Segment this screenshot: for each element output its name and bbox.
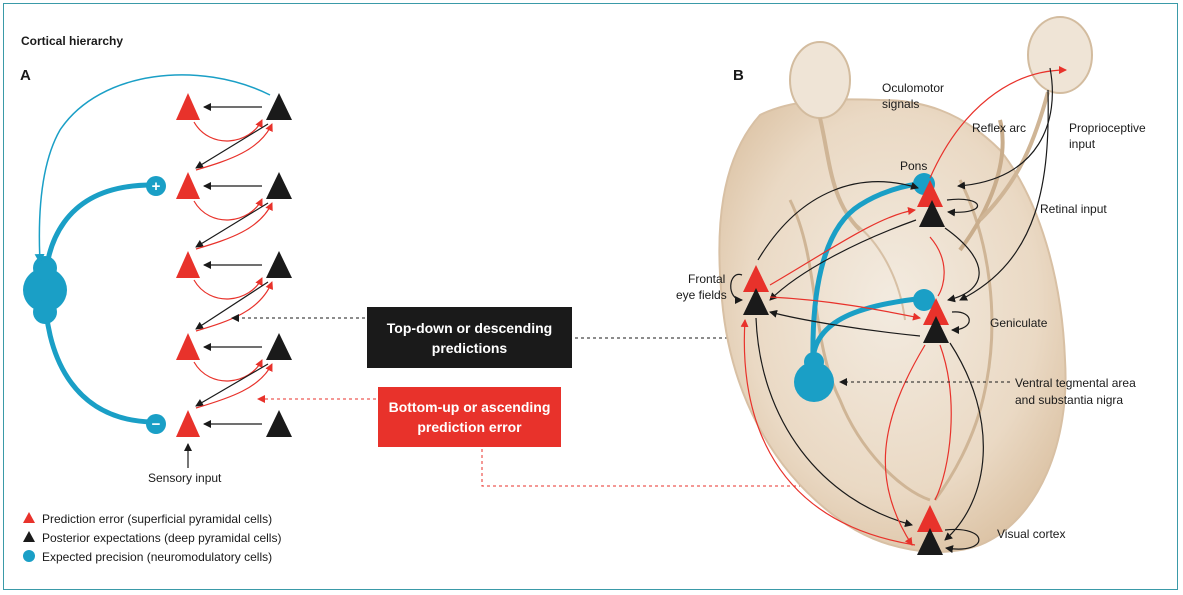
panel-a-label: A (20, 67, 31, 84)
black-triangle-icon (266, 172, 292, 199)
bottom-up-line-1: Bottom-up or ascending (378, 397, 561, 417)
black-triangle-icon (23, 531, 35, 542)
blue-circle-icon (23, 550, 35, 562)
panel-a-hierarchy: + − (23, 75, 292, 485)
panel-b-label: B (733, 67, 744, 84)
black-triangle-icon (266, 410, 292, 437)
left-eye (790, 42, 850, 118)
red-triangle-icon (176, 251, 200, 278)
red-triangle-icon (176, 410, 200, 437)
pons-label: Pons (900, 159, 927, 173)
plus-sign: + (152, 178, 161, 195)
red-triangle-icon (176, 333, 200, 360)
legend-item-prediction-error: Prediction error (superficial pyramidal … (42, 512, 272, 526)
geniculate-label: Geniculate (990, 316, 1048, 330)
proprioceptive-label: Proprioceptive input (1069, 121, 1149, 151)
top-down-line-1: Top-down or descending (367, 318, 572, 338)
top-down-predictions-box: Top-down or descending predictions (367, 307, 572, 368)
black-triangle-icon (266, 93, 292, 120)
visual-cortex-label: Visual cortex (997, 527, 1065, 541)
red-triangle-icon (23, 512, 35, 523)
reflex-arc-label: Reflex arc (972, 121, 1026, 135)
level-4 (176, 282, 292, 381)
sensory-input-label: Sensory input (148, 471, 222, 485)
right-eye (1028, 17, 1092, 93)
legend-item-posterior-expectations: Posterior expectations (deep pyramidal c… (42, 531, 281, 545)
minus-sign: − (152, 416, 161, 433)
legend: Prediction error (superficial pyramidal … (23, 512, 281, 564)
level-1 (176, 93, 292, 141)
top-down-line-2: predictions (367, 338, 572, 358)
bottom-up-prediction-error-box: Bottom-up or ascending prediction error (378, 387, 561, 447)
oculomotor-label: Oculomotor signals (882, 81, 947, 111)
level-5 (176, 364, 292, 437)
retinal-input-label: Retinal input (1040, 202, 1107, 216)
red-triangle-icon (176, 172, 200, 199)
figure-title: Cortical hierarchy (21, 34, 123, 48)
black-triangle-icon (266, 333, 292, 360)
top-precision-arrow (39, 75, 270, 262)
bottom-up-line-2: prediction error (378, 417, 561, 437)
level-2 (176, 124, 292, 220)
black-triangle-icon (266, 251, 292, 278)
legend-item-expected-precision: Expected precision (neuromodulatory cell… (42, 550, 272, 564)
red-triangle-icon (176, 93, 200, 120)
level-3 (176, 203, 292, 299)
